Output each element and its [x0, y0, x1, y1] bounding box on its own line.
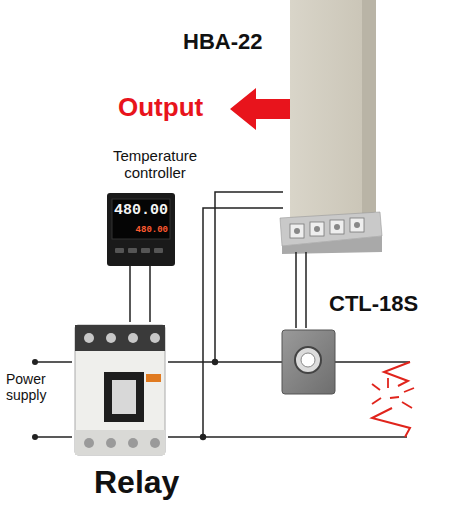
output-arrow [230, 88, 290, 130]
display-reading: 480.00 [113, 203, 168, 220]
device-node: CTL-18S [281, 328, 337, 395]
display-reading: 480.00 [131, 225, 168, 235]
annotation-label: Output [118, 93, 203, 122]
device-label: Temperature controller [95, 148, 215, 182]
device-label: CTL-18S [329, 292, 418, 317]
controller-body [107, 193, 175, 266]
device-node: HBA-22 [280, 0, 380, 252]
heater-symbol [372, 362, 414, 437]
hba-device [280, 0, 382, 254]
current-transformer-body [282, 330, 335, 394]
wire-connector [168, 361, 281, 363]
device-label: Relay [94, 465, 179, 501]
wire-connector [296, 252, 306, 328]
device-label: HBA-22 [183, 30, 262, 55]
relay-body [75, 325, 165, 455]
wire-connector [130, 266, 150, 322]
device-node: Relay [72, 322, 168, 458]
annotation-label: Power supply [6, 372, 68, 403]
